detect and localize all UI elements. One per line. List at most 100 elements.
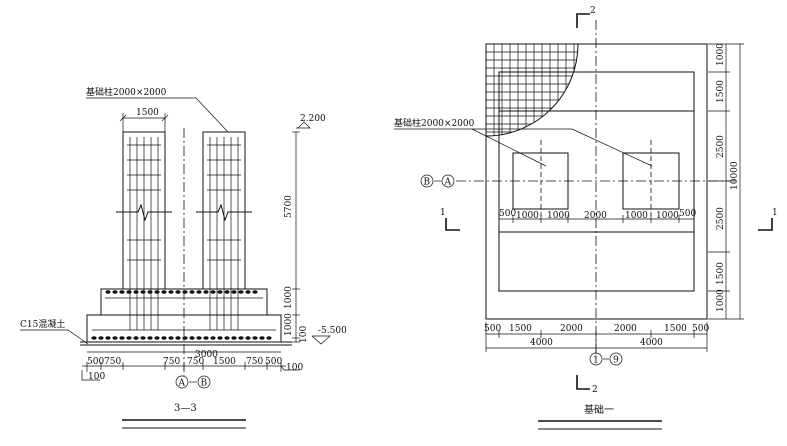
plan-bdim-2000-l: 2000 <box>560 324 583 334</box>
rebar-dot <box>224 336 230 340</box>
plan-dim-1000-4: 1000 <box>656 211 679 221</box>
plan-outer-rect <box>485 43 708 320</box>
rebar-dot <box>252 336 258 340</box>
axis-a-label: A <box>178 379 186 389</box>
rebar-dot <box>203 290 209 294</box>
plan-axis-a-label: A <box>444 178 452 188</box>
rebar-dot <box>175 290 181 294</box>
plan-column-label: 基础柱2000×2000 <box>394 117 475 129</box>
plan-rdim-1000-top: 1000 <box>716 43 726 66</box>
plan-rdim-1500-top: 1500 <box>716 80 726 103</box>
plan-dim-1000-2: 1000 <box>547 211 570 221</box>
plan-dim-500-r: 500 <box>679 209 696 219</box>
rebar-dot <box>189 336 195 340</box>
rebar-dot <box>224 290 230 294</box>
bottom-dim-ticks <box>86 362 282 372</box>
rebar-dot <box>245 336 251 340</box>
concrete-label: C15混凝土 <box>20 318 65 330</box>
plan-dim-1000-1: 1000 <box>516 211 539 221</box>
plan-axis-1-label: 1 <box>593 356 599 366</box>
axis-bubble-a <box>175 375 189 389</box>
elevation-bottom: -5.500 <box>318 326 347 336</box>
section-mark-left <box>445 218 460 231</box>
plan-inner-dim-ticks <box>498 215 695 223</box>
plan-axis-bubble-1 <box>589 352 603 366</box>
section-title: 3—3 <box>174 403 197 414</box>
plan-leader-left <box>471 128 547 167</box>
axis-bubble-b <box>197 375 211 389</box>
rebar-dot <box>210 290 216 294</box>
plan-inner-rect <box>498 71 695 292</box>
section-column-leader <box>86 97 229 133</box>
rebar-dot <box>217 336 223 340</box>
dim-height-100: 100 <box>299 326 309 343</box>
rebar-dot <box>147 336 153 340</box>
elevation-marker-bottom <box>311 335 331 345</box>
rebar-dot <box>161 290 167 294</box>
plan-rdim-1000-bot: 1000 <box>716 289 726 312</box>
footing-rebar-dots-bottom <box>91 336 272 340</box>
plan-axis-bubble-b <box>420 174 434 188</box>
footing-rebar-dots-top <box>105 290 258 294</box>
plan-axis-b-label: B <box>424 178 431 188</box>
rebar-dot <box>196 336 202 340</box>
rebar-dot <box>112 290 118 294</box>
rebar-dot <box>231 290 237 294</box>
rebar-dot <box>161 336 167 340</box>
plan-bdim-1500-r: 1500 <box>664 324 687 334</box>
dim-height-step: 1000 <box>284 286 294 309</box>
rebar-dot <box>231 336 237 340</box>
rebar-dot <box>105 336 111 340</box>
section-3-3: 1500 基础柱2000×2000 5700 1000 1000 100 2.2… <box>20 86 347 429</box>
plan-bdim-500-l: 500 <box>484 324 501 334</box>
elevation-marker-top <box>296 121 311 129</box>
dim-b-750-3: 750 <box>187 357 204 367</box>
rebar-dot <box>133 336 139 340</box>
rebar-dot <box>126 290 132 294</box>
rebar-dot <box>133 290 139 294</box>
dim-100-right-leader <box>280 365 300 371</box>
rebar-dot <box>91 336 97 340</box>
dim-b-500-right: 500 <box>265 357 282 367</box>
plan-rdim-2500-top: 2500 <box>716 135 726 158</box>
dim-b-750-1: 750 <box>104 357 121 367</box>
plan-view: 基础柱2000×2000 2 2 1 1 B A 500 <box>394 6 778 430</box>
plan-right-dim-ticks <box>708 43 744 320</box>
rebar-dot <box>238 290 244 294</box>
rebar-dot <box>154 290 160 294</box>
dim-b-overall: 3000 <box>195 350 218 360</box>
plan-dim-500-l: 500 <box>499 209 516 219</box>
break-mark-right <box>196 203 252 222</box>
plan-title: 基础一 <box>584 403 614 416</box>
rebar-dot <box>98 336 104 340</box>
rebar-dot <box>266 336 272 340</box>
rebar-dot <box>140 290 146 294</box>
rebar-dot <box>112 336 118 340</box>
rebar-dot <box>119 290 125 294</box>
dim-b-750-2: 750 <box>163 357 180 367</box>
plan-axis-9-label: 9 <box>613 356 619 366</box>
plan-dim-2000: 2000 <box>584 211 607 221</box>
section-mark-right <box>758 218 773 231</box>
rebar-dot <box>105 290 111 294</box>
rebar-dot <box>259 336 265 340</box>
dim-b-1500: 1500 <box>213 357 236 367</box>
plan-leader-right <box>394 128 653 167</box>
dim-b-100-right: 100 <box>286 363 303 373</box>
plan-rdim-2500-bot: 2500 <box>716 207 726 230</box>
dim-100-left-leader <box>81 370 100 381</box>
rebar-dot <box>182 336 188 340</box>
dim-b-500-left: 500 <box>87 357 104 367</box>
axis-b-label: B <box>201 379 208 389</box>
rebar-dot <box>252 290 258 294</box>
rebar-dot <box>217 290 223 294</box>
plan-grid-arc <box>485 43 579 137</box>
plan-axis-bubble-a <box>441 174 455 188</box>
rebar-dot <box>126 336 132 340</box>
plan-bdim-4000-l: 4000 <box>530 338 553 348</box>
section-top-label: 2 <box>590 6 596 16</box>
dim-height-5700: 5700 <box>284 195 294 218</box>
rebar-dot <box>168 336 174 340</box>
rebar-dot <box>154 336 160 340</box>
plan-axis-bubble-9 <box>609 352 623 366</box>
